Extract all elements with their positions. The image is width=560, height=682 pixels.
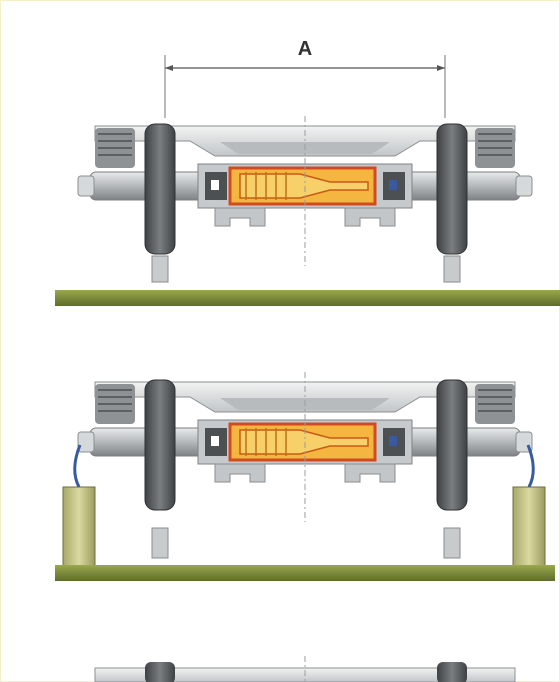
wheelset-top: A	[55, 38, 560, 306]
jack-link-left	[73, 444, 82, 488]
jack-link-right	[526, 444, 535, 488]
wheel-support-right	[443, 527, 461, 559]
jack-left	[62, 486, 96, 568]
rail-support-right	[443, 255, 461, 283]
rail-middle	[55, 565, 555, 581]
wheelset-middle	[55, 370, 555, 581]
jack-right	[512, 486, 546, 568]
rail	[55, 290, 560, 306]
wheel-support-left	[151, 527, 169, 559]
wheelset-bottom	[94, 656, 516, 682]
rail-support-left	[151, 255, 169, 283]
dimension-label-a: A	[298, 38, 312, 60]
